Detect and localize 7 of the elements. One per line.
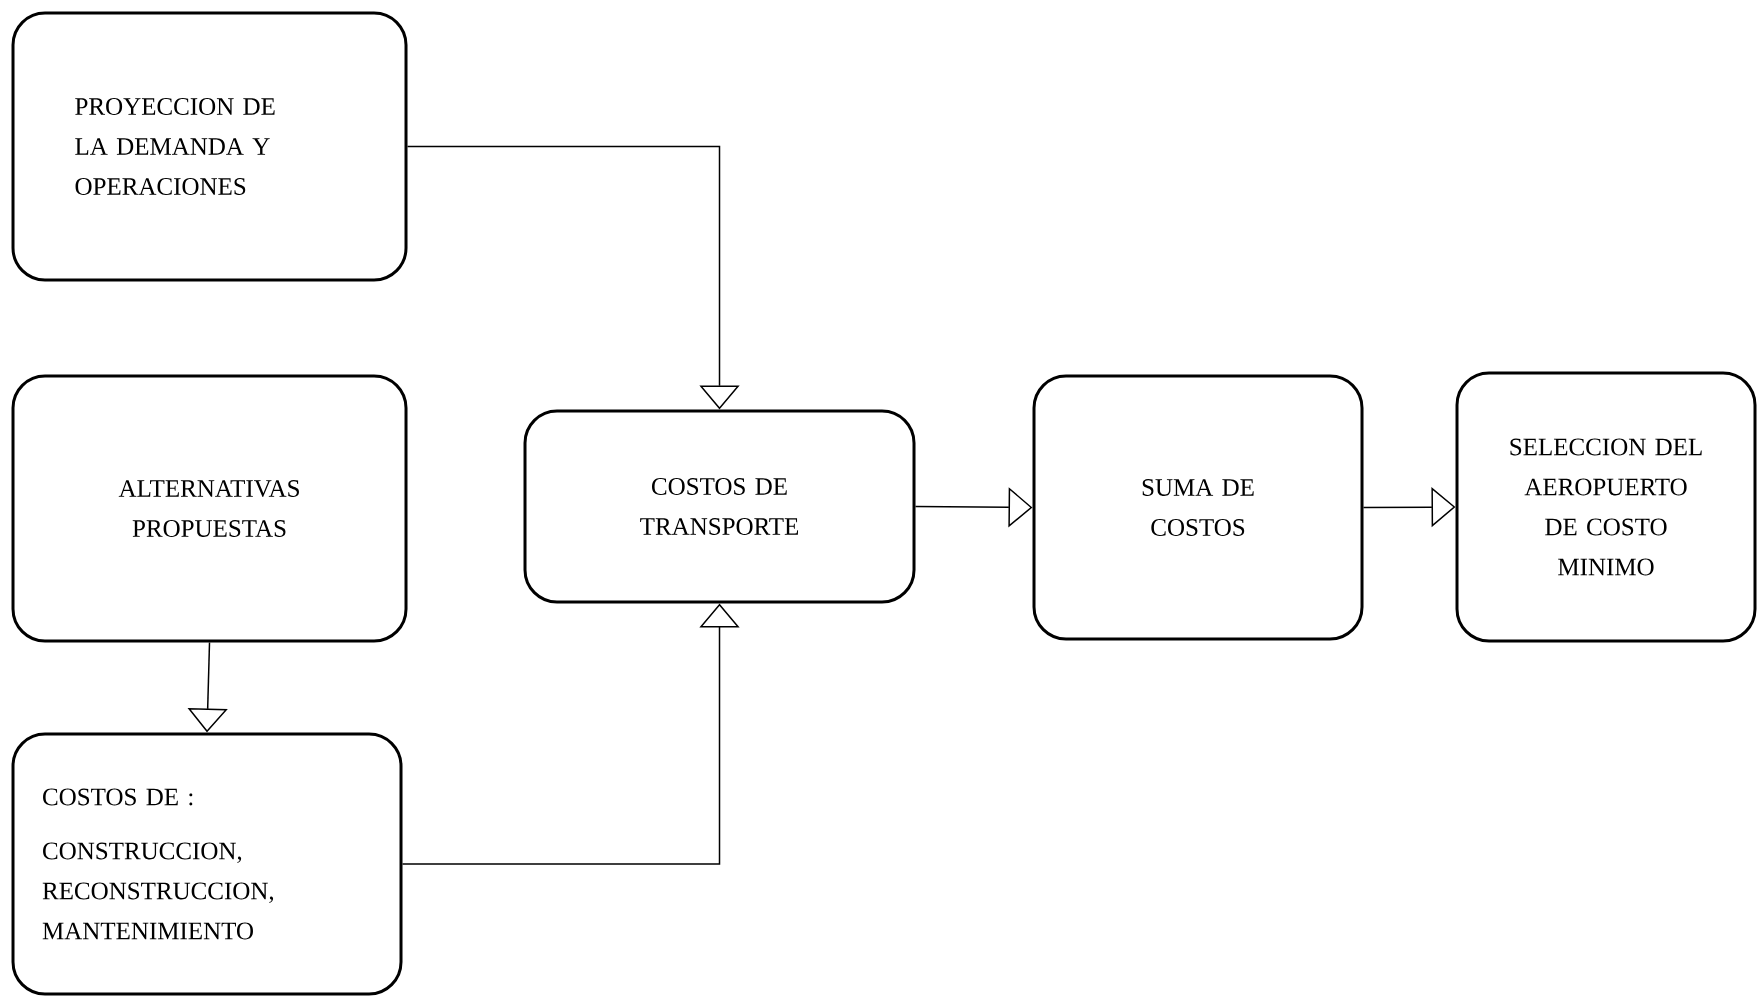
process-box: SELECCION DEL AEROPUERTO DE COSTO MINIMO xyxy=(1455,371,1757,643)
arrow xyxy=(406,145,740,410)
process-box: COSTOS DE TRANSPORTE xyxy=(523,409,916,604)
process-box: PROYECCION DE LA DEMANDA Y OPERACIONES xyxy=(11,11,408,282)
process-box: SUMA DE COSTOS xyxy=(1032,374,1364,641)
process-box: COSTOS DE : CONSTRUCCION, RECONSTRUCCION, MANTENIMIENTO xyxy=(11,732,403,996)
process-box: ALTERNATIVAS PROPUESTAS xyxy=(11,374,408,643)
